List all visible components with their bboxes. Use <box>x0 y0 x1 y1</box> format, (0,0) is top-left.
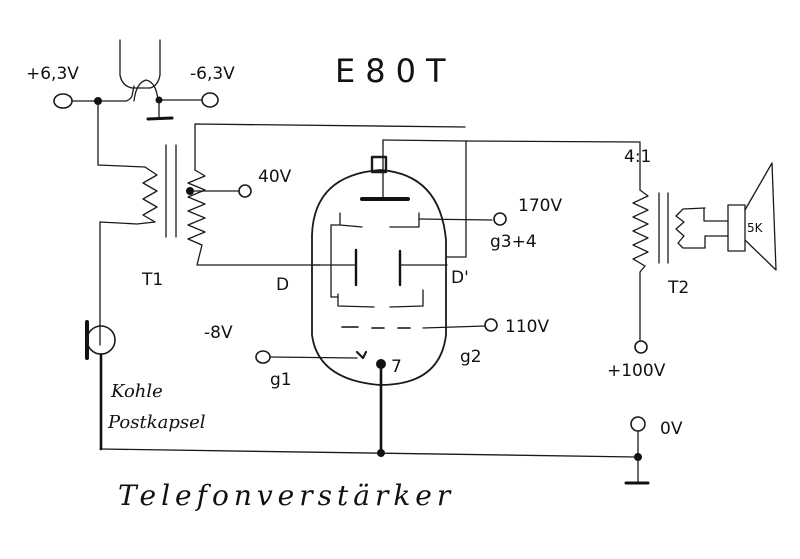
microphone-label-line2: Postkapsel <box>107 412 206 433</box>
e80t-tube <box>255 139 507 455</box>
tube-type-title: E80T <box>335 52 455 90</box>
g1-name-label: g1 <box>270 370 292 390</box>
t2-label: T2 <box>667 278 689 298</box>
heater-minus-label: -6,3V <box>190 64 235 84</box>
g3g4-voltage-label: 170V <box>518 196 562 216</box>
tap-voltage-label: 40V <box>258 167 292 187</box>
microphone-label-line1: Kohle <box>110 381 163 402</box>
transformer-t1 <box>97 100 466 346</box>
carbon-microphone <box>85 320 116 451</box>
heater-plus-terminal <box>53 93 102 109</box>
supply-zero-label: 0V <box>660 419 683 439</box>
speaker <box>727 162 777 271</box>
ratio-label: 4:1 <box>624 147 651 167</box>
supply-plus-label: +100V <box>607 361 666 381</box>
ground-rail <box>99 416 650 485</box>
g2-name-label: g2 <box>460 347 482 367</box>
t1-label: T1 <box>141 270 163 290</box>
caption: Telefonverstärker <box>118 479 455 512</box>
deflector-d-label: D <box>276 275 289 295</box>
heater-filament <box>96 39 161 102</box>
heater-plus-label: +6,3V <box>26 64 79 84</box>
pin-7-label: 7 <box>391 357 402 377</box>
ground-symbol <box>146 116 174 121</box>
deflector-d-prime-label: D' <box>451 268 469 288</box>
g1-voltage-label: -8V <box>204 323 233 343</box>
g3g4-name-label: g3+4 <box>490 232 537 252</box>
heater-minus-terminal <box>146 92 219 121</box>
g2-voltage-label: 110V <box>505 317 549 337</box>
transformer-t2 <box>465 140 729 354</box>
speaker-impedance-label: 5K <box>747 221 764 235</box>
